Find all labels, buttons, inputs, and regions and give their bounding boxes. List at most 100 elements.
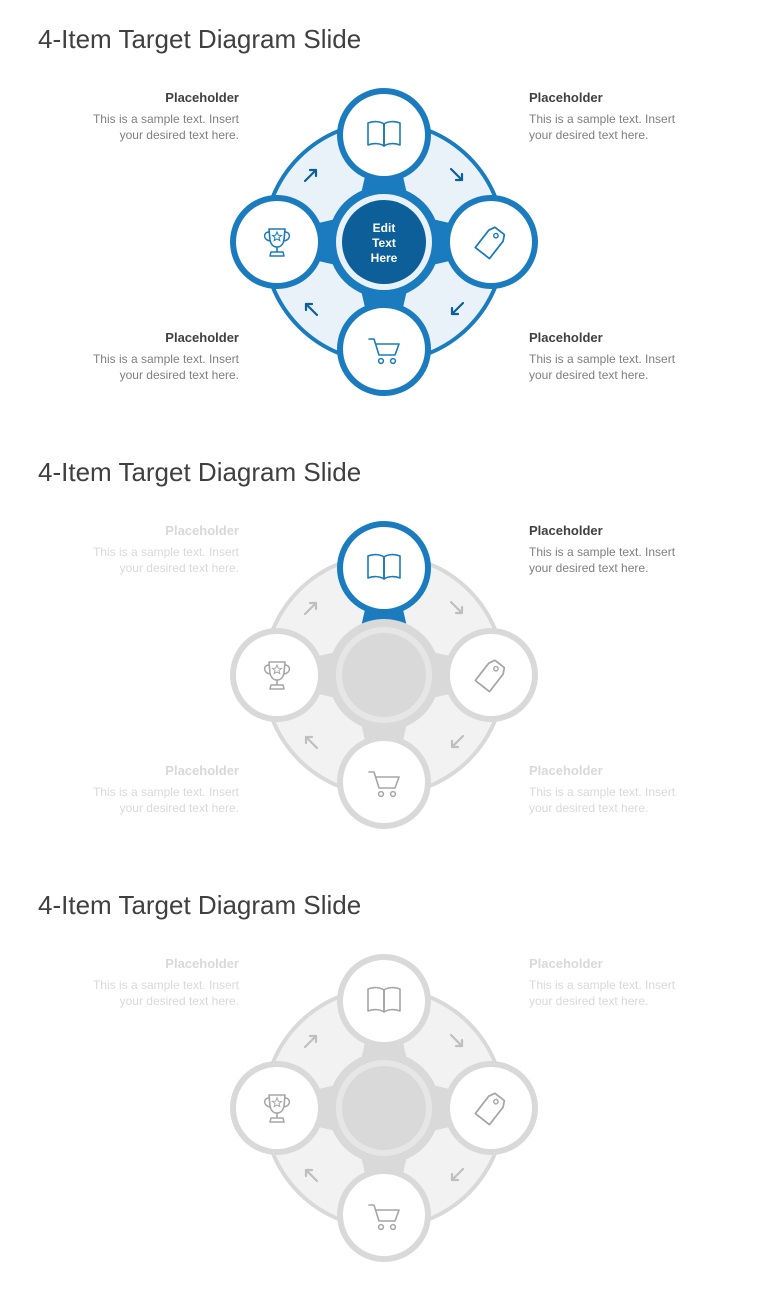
cart-wheel	[389, 357, 397, 365]
text-line: your desired text here.	[119, 801, 239, 815]
arrow-icon	[304, 735, 319, 750]
trophy-handle	[283, 664, 291, 675]
cart-wheel	[389, 790, 397, 798]
arrow-icon	[303, 168, 318, 183]
tag-icon	[474, 659, 506, 693]
text-block-bottom-right: Placeholder This is a sample text. Inser…	[529, 330, 704, 383]
text-block-top-right: Placeholder This is a sample text. Inser…	[529, 90, 704, 143]
book-icon	[367, 986, 401, 1013]
text-block-body: This is a sample text. Insert your desir…	[64, 351, 239, 383]
arrow-shaft	[449, 167, 464, 182]
arrow-icon	[450, 734, 465, 749]
text-block-title: Placeholder	[529, 90, 603, 105]
text-line: This is a sample text. Insert	[92, 352, 239, 366]
text-block-title: Placeholder	[165, 330, 239, 345]
trophy-star	[271, 230, 283, 242]
text-block-top-right: Placeholder This is a sample text. Inser…	[529, 523, 704, 576]
book-page-left	[367, 120, 385, 147]
book-page-right	[383, 553, 401, 580]
text-block-title: Placeholder	[529, 523, 603, 538]
book-page-left	[367, 553, 385, 580]
arrow-head	[308, 168, 318, 178]
arrow-icon	[449, 600, 464, 615]
arrow-head	[454, 605, 464, 615]
text-block-top-right: Placeholder This is a sample text. Inser…	[529, 956, 704, 1009]
arrow-head	[308, 601, 318, 611]
text-block-title: Placeholder	[165, 763, 239, 778]
arrow-head	[450, 739, 460, 749]
arrow-shaft	[303, 168, 318, 183]
text-line: your desired text here.	[119, 128, 239, 142]
center-core	[342, 200, 426, 284]
target-diagram	[230, 521, 538, 829]
center-core	[342, 633, 426, 717]
trophy-cup	[268, 661, 286, 681]
item-circle-inner	[236, 201, 318, 283]
text-block-top-left: Placeholder This is a sample text. Inser…	[64, 523, 239, 576]
text-block-body: This is a sample text. Insert your desir…	[64, 111, 239, 143]
trophy-cup	[268, 228, 286, 248]
slide-title: 4-Item Target Diagram Slide	[38, 457, 362, 487]
text-block-body: This is a sample text. Insert your desir…	[529, 977, 704, 1009]
text-block-bottom-left: Placeholder This is a sample text. Inser…	[64, 330, 239, 383]
slide-title: 4-Item Target Diagram Slide	[38, 24, 362, 54]
item-circle-inner	[450, 1067, 532, 1149]
text-line: your desired text here.	[119, 368, 239, 382]
cart-body	[368, 338, 400, 356]
trophy-handle	[263, 231, 271, 242]
item-circle-inner	[343, 308, 425, 390]
text-line: This is a sample text. Insert	[92, 545, 239, 559]
text-block-title: Placeholder	[165, 956, 239, 971]
book-page-right	[383, 986, 401, 1013]
arrow-head	[450, 306, 460, 316]
trophy-base	[269, 684, 285, 690]
text-block-body: This is a sample text. Insert your desir…	[529, 111, 704, 143]
tag-front	[474, 659, 506, 693]
arrow-head	[454, 172, 464, 182]
tag-front	[474, 226, 506, 260]
text-line: This is a sample text. Insert	[529, 545, 676, 559]
text-block-title: Placeholder	[165, 90, 239, 105]
text-block-title: Placeholder	[529, 330, 603, 345]
text-line: This is a sample text. Insert	[92, 785, 239, 799]
tag-group	[474, 226, 506, 260]
arrow-shaft	[304, 735, 319, 750]
trophy-handle	[263, 664, 271, 675]
text-block-body: This is a sample text. Insert your desir…	[529, 351, 704, 383]
text-block-bottom-right: Placeholder This is a sample text. Inser…	[529, 763, 704, 816]
item-circle-inner	[343, 1174, 425, 1256]
text-line: your desired text here.	[529, 368, 649, 382]
text-block-top-left: Placeholder This is a sample text. Inser…	[64, 90, 239, 143]
cart-icon	[368, 771, 400, 798]
item-circle-inner	[343, 741, 425, 823]
arrow-head	[304, 735, 314, 745]
arrow-shaft	[450, 301, 465, 316]
target-diagram	[230, 954, 538, 1262]
text-line: This is a sample text. Insert	[92, 112, 239, 126]
item-circle-inner	[450, 634, 532, 716]
text-block-body: This is a sample text. Insert your desir…	[529, 784, 704, 816]
text-block-body: This is a sample text. Insert your desir…	[529, 544, 704, 576]
text-line: your desired text here.	[119, 994, 239, 1008]
item-circle-inner	[236, 634, 318, 716]
trophy-icon	[263, 661, 291, 690]
arrow-shaft	[303, 601, 318, 616]
item-circle-inner	[236, 1067, 318, 1149]
center-text: Text	[372, 236, 396, 250]
text-block-title: Placeholder	[529, 763, 603, 778]
text-block-bottom-left: Placeholder This is a sample text. Inser…	[64, 763, 239, 816]
arrow-icon	[304, 302, 319, 317]
arrow-shaft	[450, 734, 465, 749]
text-line: This is a sample text. Insert	[529, 352, 676, 366]
cart-body	[368, 771, 400, 789]
slide-3: 4-Item Target Diagram Slide Placeholder …	[0, 866, 768, 1299]
book-icon	[367, 553, 401, 580]
text-block-title: Placeholder	[529, 956, 603, 971]
trophy-handle	[283, 231, 291, 242]
book-page-left	[367, 986, 385, 1013]
text-line: your desired text here.	[529, 128, 649, 142]
center-text: Here	[371, 251, 398, 265]
text-line: This is a sample text. Insert	[529, 978, 676, 992]
